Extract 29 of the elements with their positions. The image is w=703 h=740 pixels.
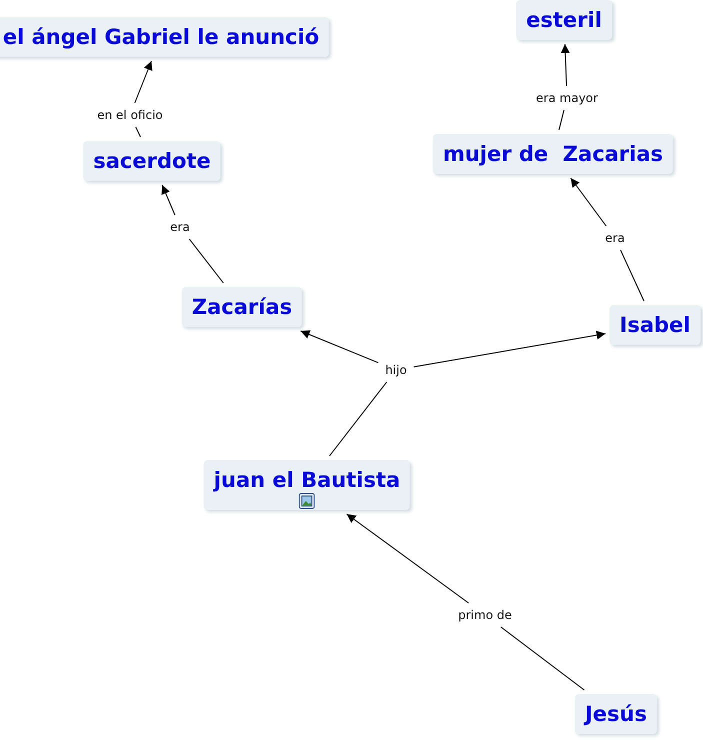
arrow <box>300 330 379 364</box>
concept-label: Zacarías <box>192 295 292 319</box>
concept-box <box>204 460 410 510</box>
concept-box <box>0 17 330 57</box>
connector-line <box>620 250 644 302</box>
arrow <box>134 60 152 104</box>
concept-label: Jesús <box>585 702 647 726</box>
arrow <box>162 184 176 216</box>
concept-box <box>83 141 221 181</box>
arrow <box>346 514 470 604</box>
concept-box <box>432 134 674 174</box>
arrow <box>570 178 607 226</box>
arrow <box>413 330 606 368</box>
arrow <box>560 44 570 86</box>
concept-box <box>610 305 700 345</box>
connector-line <box>558 110 564 130</box>
connector-line <box>188 238 224 284</box>
connector-line <box>135 126 142 138</box>
concept-label: el ángel Gabriel le anunció <box>2 25 320 49</box>
concept-label: esteril <box>526 8 602 32</box>
concept-box <box>182 287 302 327</box>
concept-label: Isabel <box>620 313 690 337</box>
concept-box <box>575 694 657 734</box>
concept-label: sacerdote <box>93 149 211 173</box>
connector-line <box>328 382 388 456</box>
concept-label: mujer de Zacarias <box>442 142 664 166</box>
concept-box <box>516 0 612 40</box>
concept-label: juan el Bautista <box>214 468 400 492</box>
connector-line <box>500 626 585 690</box>
